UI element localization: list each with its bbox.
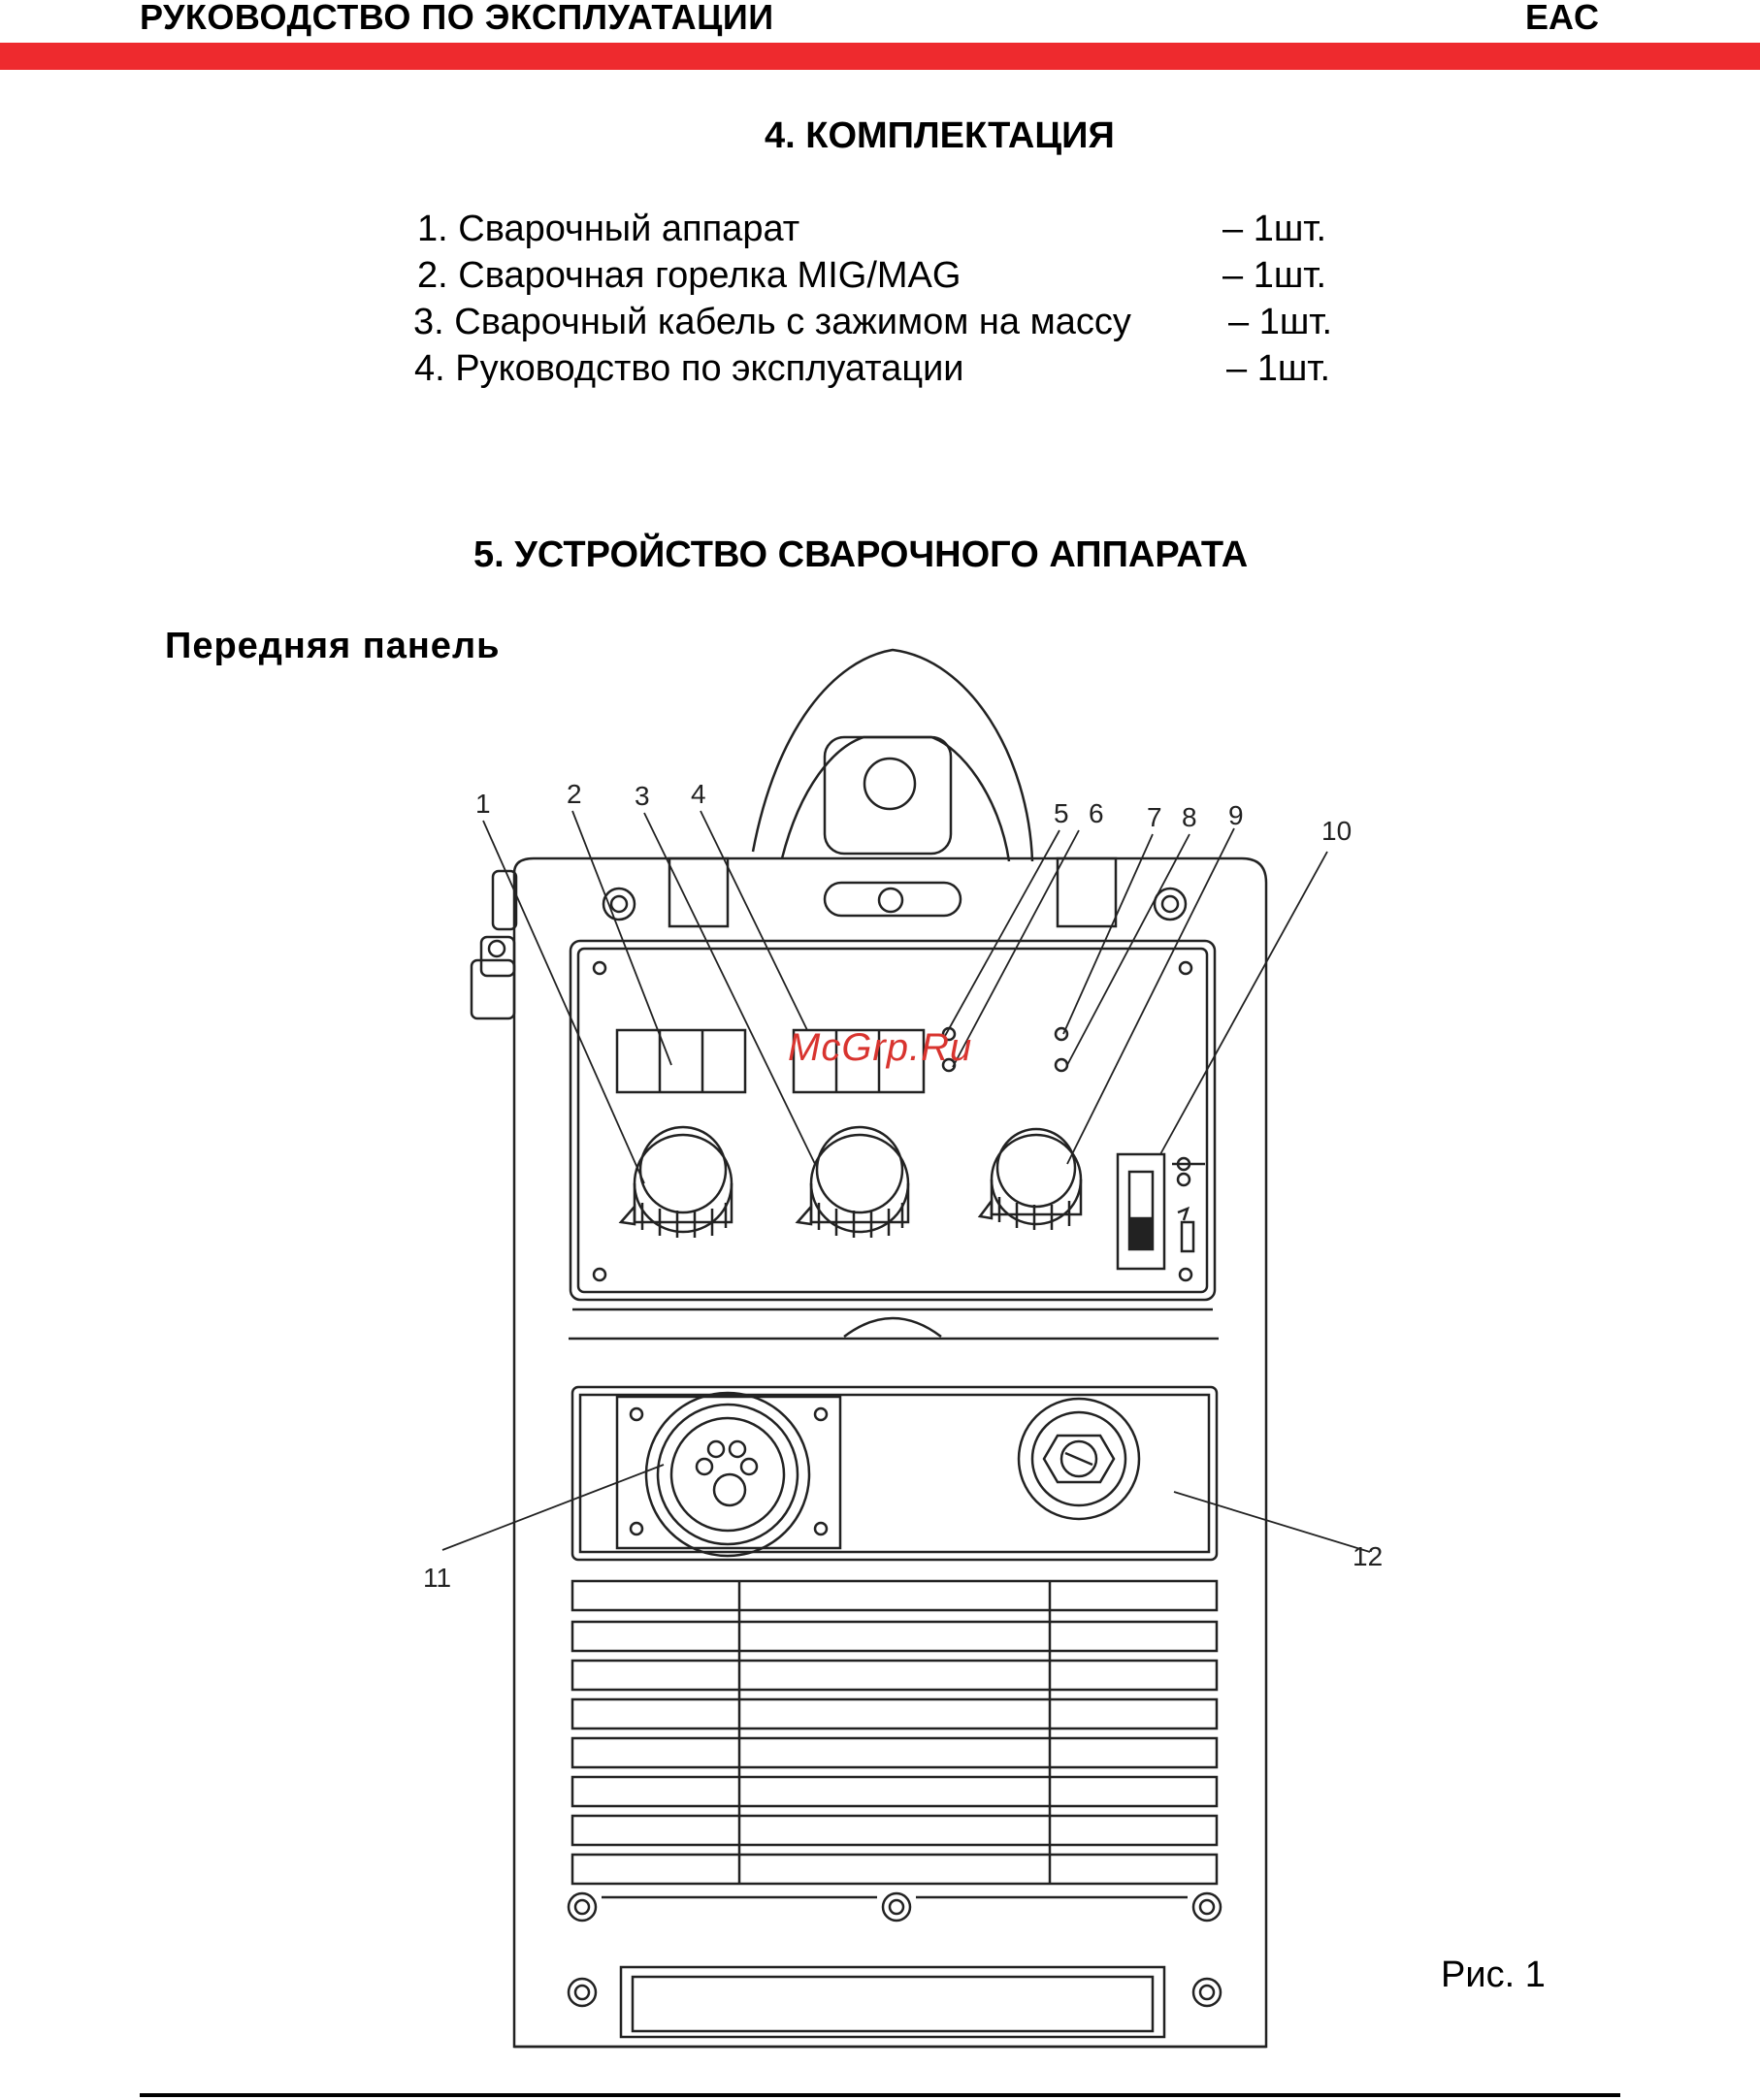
callout-2: 2: [567, 779, 582, 809]
callout-4: 4: [691, 779, 706, 809]
list-item: 3. Сварочный кабель с зажимом на массу –…: [417, 299, 1349, 345]
callout-7: 7: [1147, 802, 1162, 832]
knob-9: [980, 1129, 1081, 1230]
vent-grille: [572, 1581, 1217, 1884]
display-voltage: [617, 1030, 745, 1092]
handle-hole: [864, 759, 915, 809]
footer-rule: [140, 2093, 1620, 2097]
screw: [1193, 1893, 1221, 1921]
screw: [1193, 1979, 1221, 2006]
item-qty: – 1шт.: [1226, 345, 1330, 392]
figure-caption: Рис. 1: [1441, 1954, 1546, 1996]
callout-10: 10: [1321, 816, 1352, 846]
list-item: 1. Сварочный аппарат – 1шт.: [417, 206, 1349, 252]
item-qty: – 1шт.: [1228, 299, 1332, 345]
item-name: 1. Сварочный аппарат: [417, 206, 799, 252]
callout-1: 1: [475, 789, 491, 819]
item-name: 4. Руководство по эксплуатации: [414, 345, 964, 392]
list-item: 2. Сварочная горелка MIG/MAG – 1шт.: [417, 252, 1349, 299]
carry-handle: [753, 650, 1032, 861]
led-8: [1056, 1059, 1067, 1071]
screw: [883, 1893, 910, 1921]
handle-block: [825, 737, 951, 854]
callout-3: 3: [635, 781, 650, 811]
front-panel-drawing: 1 2 3 4 5 6 7 8 9 10 11 12: [388, 640, 1417, 2071]
knob-1: [621, 1127, 732, 1238]
callout-6: 6: [1089, 798, 1104, 828]
header-red-bar: [0, 43, 1760, 70]
screw: [569, 1893, 596, 1921]
item-qty: – 1шт.: [1222, 252, 1326, 299]
callout-12: 12: [1353, 1541, 1383, 1571]
eac-mark: EAC: [1525, 0, 1599, 35]
euro-connector-plate: [617, 1397, 840, 1548]
callout-11: 11: [423, 1563, 451, 1593]
callout-9: 9: [1228, 800, 1244, 830]
screw: [569, 1979, 596, 2006]
socket-panel: [572, 1387, 1217, 1560]
kit-list: 1. Сварочный аппарат – 1шт. 2. Сварочная…: [417, 206, 1349, 392]
item-qty: – 1шт.: [1222, 206, 1326, 252]
item-name: 2. Сварочная горелка MIG/MAG: [417, 252, 961, 299]
callout-5: 5: [1054, 798, 1069, 828]
list-item: 4. Руководство по эксплуатации – 1шт.: [417, 345, 1349, 392]
section-5-title: 5. УСТРОЙСТВО СВАРОЧНОГО АППАРАТА: [473, 533, 1248, 576]
callout-8: 8: [1182, 802, 1197, 832]
knob-3: [798, 1127, 908, 1238]
header-title: РУКОВОДСТВО ПО ЭКСПЛУАТАЦИИ: [140, 0, 774, 35]
item-name: 3. Сварочный кабель с зажимом на массу: [413, 299, 1131, 345]
watermark: McGrp.Ru: [788, 1026, 972, 1069]
section-4-title: 4. КОМПЛЕКТАЦИЯ: [765, 114, 1115, 157]
